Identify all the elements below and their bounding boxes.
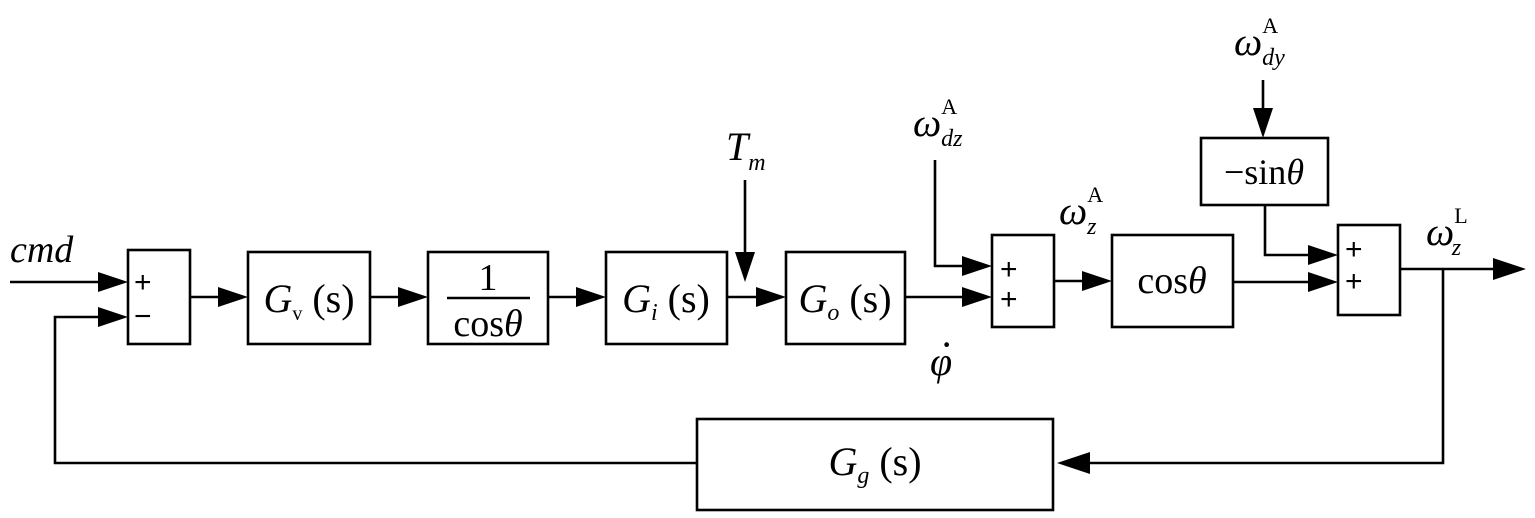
sum2-plus-bottom: +	[1000, 283, 1018, 316]
arrow-to-gi	[576, 287, 606, 307]
sum2-box	[990, 233, 1056, 329]
sum-junction-2: + +	[990, 233, 1056, 329]
gg-label: Gg (s)	[828, 439, 921, 489]
gg-to-sum1-line	[53, 315, 697, 465]
block-gi: Gi (s)	[604, 250, 729, 346]
gi-box	[604, 250, 729, 346]
gv-g: G	[263, 276, 292, 321]
tm-sub: m	[748, 150, 765, 176]
arrow-wdz-to-sum2	[962, 256, 992, 276]
go-sub: o	[827, 300, 839, 326]
wdz-main: ω	[913, 100, 941, 145]
sum3-plus-bottom: +	[1345, 265, 1363, 298]
wdz-input-line	[933, 160, 976, 268]
arrow-negsin-to-sum3	[1308, 245, 1338, 265]
go-box	[784, 250, 907, 346]
gg-arg: (s)	[879, 439, 921, 484]
wza-sub: z	[1086, 214, 1097, 240]
cos-fn: cos	[1137, 260, 1188, 302]
sum-junction-3: + +	[1336, 223, 1402, 317]
gg-g: G	[828, 439, 857, 484]
negsin-box	[1199, 136, 1330, 207]
gv-box	[246, 250, 372, 346]
arrowheads	[98, 108, 1526, 474]
arrow-to-gv	[218, 287, 248, 307]
wdz-sub: dz	[941, 126, 963, 152]
feedback-line	[1080, 269, 1445, 465]
go-g: G	[798, 276, 827, 321]
arrow-feedback-to-sum1	[98, 307, 128, 327]
arrow-cmd-to-sum1	[98, 272, 128, 292]
sum2-plus-top: +	[1000, 253, 1018, 286]
block-gg: Gg (s)	[695, 417, 1055, 512]
phidot-symbol: φ	[930, 339, 952, 384]
invcos-den-var: θ	[504, 303, 523, 345]
arrow-tm-down	[735, 252, 755, 282]
wdz-sup: A	[941, 94, 957, 119]
negsin-label: −sinθ	[1224, 152, 1304, 192]
cos-var: θ	[1188, 260, 1207, 302]
wdy-sup: A	[1262, 13, 1278, 38]
wzl-sub: z	[1451, 235, 1462, 261]
wdy-main: ω	[1234, 19, 1262, 64]
arrow-to-cos	[1082, 271, 1112, 291]
gv-label: Gv (s)	[263, 276, 354, 325]
arrow-to-invcos	[398, 287, 428, 307]
negsin-to-sum3-line	[1263, 205, 1322, 257]
phidot-dot: ·	[940, 322, 953, 367]
negsin-var: θ	[1286, 152, 1304, 192]
block-go: Go (s)	[784, 250, 907, 346]
block-negsin: −sinθ	[1199, 136, 1330, 207]
arrow-wdy-down	[1253, 108, 1273, 138]
gg-box	[695, 417, 1055, 512]
gi-g: G	[622, 276, 651, 321]
sum1-plus-sign: +	[134, 266, 152, 299]
block-cos: cosθ	[1110, 233, 1235, 329]
block-gv: Gv (s)	[246, 250, 372, 346]
wdy-sub: dy	[1262, 45, 1285, 71]
gi-label: Gi (s)	[622, 276, 710, 326]
go-label: Go (s)	[798, 276, 891, 326]
go-arg: (s)	[849, 276, 891, 321]
sum3-box	[1336, 223, 1402, 317]
wza-main: ω	[1059, 188, 1087, 233]
wzl-main: ω	[1426, 209, 1454, 254]
sum-junction-1: + −	[126, 248, 192, 346]
phidot-label: φ ·	[930, 322, 953, 384]
arrow-output	[1493, 258, 1526, 280]
gi-sub: i	[651, 300, 658, 326]
arrow-cos-to-sum3	[1308, 272, 1338, 292]
negsin-fn: −sin	[1224, 152, 1286, 192]
invcos-denominator: cosθ	[453, 303, 522, 345]
block-invcos: 1 cosθ	[426, 250, 550, 346]
invcos-numerator: 1	[479, 257, 498, 299]
tm-label: Tm	[726, 124, 766, 176]
invcos-den-fn: cos	[453, 303, 504, 345]
wza-sup: A	[1087, 182, 1103, 207]
wzl-sup: L	[1454, 203, 1467, 228]
cos-label: cosθ	[1137, 260, 1206, 302]
arrow-to-go	[756, 287, 786, 307]
gv-arg: (s)	[312, 276, 354, 321]
gi-arg: (s)	[668, 276, 710, 321]
arrow-phidot-to-sum2	[962, 287, 992, 307]
sum1-box	[126, 248, 192, 346]
signal-lines	[10, 80, 1496, 465]
cmd-label: cmd	[10, 229, 74, 271]
sum3-plus-top: +	[1345, 233, 1363, 266]
gg-sub: g	[857, 463, 869, 489]
tm-main: T	[726, 124, 751, 169]
cos-box	[1110, 233, 1235, 329]
sum1-minus-sign: −	[134, 300, 152, 333]
gv-sub: v	[292, 303, 302, 325]
arrow-to-gg	[1057, 452, 1090, 474]
